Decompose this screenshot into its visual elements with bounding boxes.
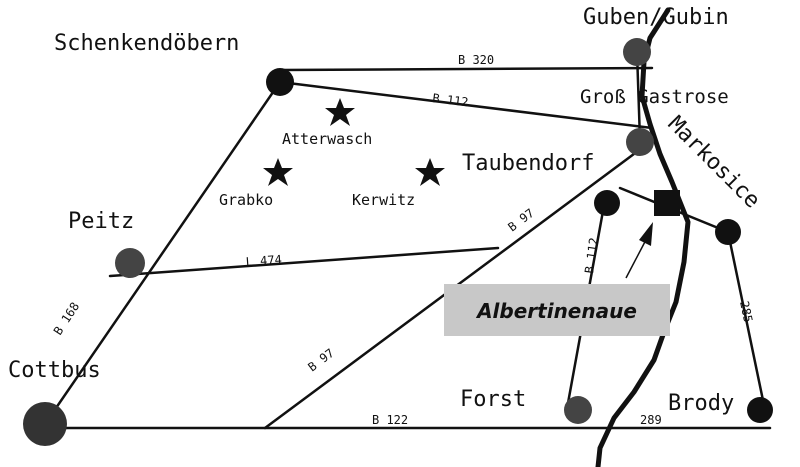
road-guben-gastrose xyxy=(635,50,642,142)
schenkendoebern-node xyxy=(266,68,294,96)
node-east-albertinenaue xyxy=(715,219,741,245)
road-label-b112-north: B 112 xyxy=(432,91,470,109)
town-brody: Brody xyxy=(668,391,734,416)
town-cottbus: Cottbus xyxy=(8,358,101,383)
site-atterwasch: Atterwasch xyxy=(282,130,372,148)
town-guben-gubin: Guben/Gubin xyxy=(583,5,729,30)
guben-node xyxy=(623,38,651,66)
site-grabko: Grabko xyxy=(219,191,273,209)
pointer-arrowhead xyxy=(639,222,653,246)
brody-node xyxy=(747,397,773,423)
town-forst: Forst xyxy=(460,387,526,412)
town-peitz: Peitz xyxy=(68,209,134,234)
grabko-star xyxy=(263,158,293,186)
town-schenkendoebern: Schenkendöbern xyxy=(54,31,239,56)
road-label-b168: B 168 xyxy=(51,300,82,338)
forst-node xyxy=(564,396,592,424)
albertinenaue-box xyxy=(444,284,670,336)
peitz-node xyxy=(115,248,145,278)
road-b112-north xyxy=(278,80,654,130)
road-label-285: 285 xyxy=(737,300,755,324)
kerwitz-star xyxy=(415,158,445,186)
node-west-albertinenaue xyxy=(594,190,620,216)
road-label-b112-east: B 112 xyxy=(582,237,601,275)
road-label-b97-lower: B 97 xyxy=(305,346,337,375)
road-network xyxy=(43,50,772,430)
road-label-b320: B 320 xyxy=(458,53,494,67)
town-taubendorf: Taubendorf xyxy=(462,151,594,176)
town-gross-gastrose: Groß Gastrose xyxy=(580,86,729,108)
road-l474 xyxy=(108,246,500,278)
gross-gastrose-node xyxy=(626,128,654,156)
road-b320 xyxy=(278,66,654,72)
albertinenaue-square xyxy=(654,190,680,216)
atterwasch-star xyxy=(325,98,355,126)
road-label-b122: B 122 xyxy=(372,413,408,427)
cottbus-node xyxy=(23,402,67,446)
albertinenaue-label: Albertinenaue xyxy=(475,299,637,323)
road-cottbus-schenkendoebern xyxy=(43,80,282,426)
pointer-arrow-line xyxy=(625,235,649,279)
road-label-l474: L 474 xyxy=(245,253,282,269)
road-285 xyxy=(726,230,767,412)
road-label-289: 289 xyxy=(640,413,662,427)
site-kerwitz: Kerwitz xyxy=(352,191,415,209)
neisse-river xyxy=(595,7,691,467)
